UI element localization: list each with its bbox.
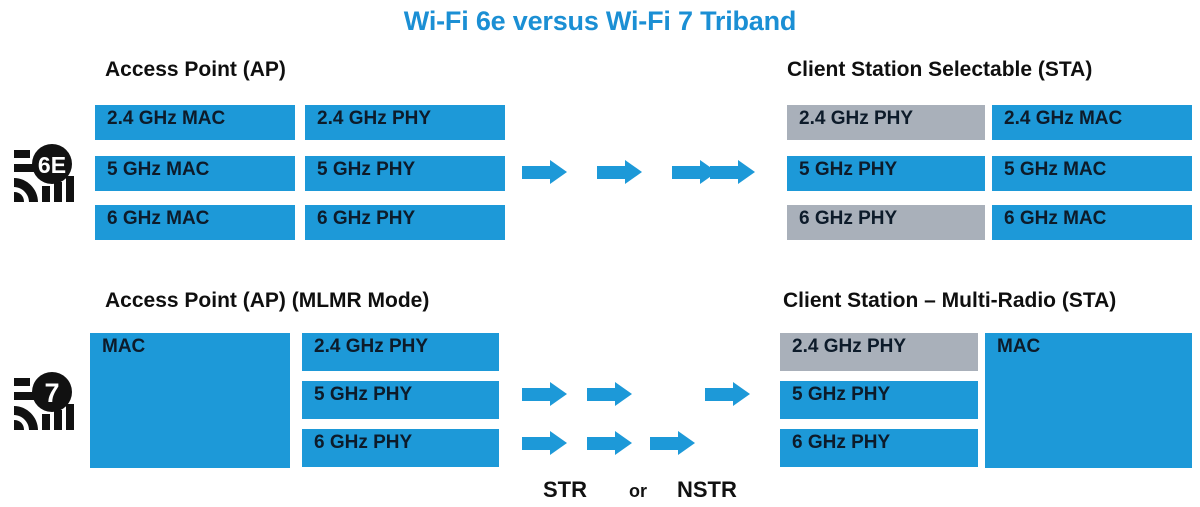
wifi-7-badge-label: 7 — [44, 378, 59, 408]
sta-7-phy-6: 6 GHz PHY — [780, 429, 978, 467]
ap-7-phy-5: 5 GHz PHY — [302, 381, 499, 419]
label-str: STR — [543, 477, 587, 502]
sta-heading-7: Client Station – Multi-Radio (STA) — [783, 289, 1117, 312]
block-label: 6 GHz MAC — [107, 208, 210, 229]
sta-6e-mac-5: 5 GHz MAC — [992, 156, 1192, 191]
sta-7-phy-5: 5 GHz PHY — [780, 381, 978, 419]
sta-6e-phy-5: 5 GHz PHY — [787, 156, 985, 191]
ap-7-phy-6: 6 GHz PHY — [302, 429, 499, 467]
block-label: 6 GHz PHY — [799, 208, 898, 229]
block-label: 6 GHz PHY — [317, 208, 416, 229]
sta-7-phy-2p4: 2.4 GHz PHY — [780, 333, 978, 371]
sta-heading-6e: Client Station Selectable (STA) — [787, 58, 1093, 81]
sta-7-mac-block: MAC — [985, 333, 1192, 468]
ap-6e-phy-5: 5 GHz PHY — [305, 156, 505, 191]
block-label: 6 GHz MAC — [1004, 208, 1107, 229]
block-label: MAC — [102, 336, 146, 357]
block-label: 5 GHz PHY — [314, 384, 413, 405]
sta-6e-mac-6: 6 GHz MAC — [992, 205, 1192, 240]
ap-7-mac-block: MAC — [90, 333, 290, 468]
block-label: 5 GHz PHY — [799, 159, 898, 180]
label-nstr: NSTR — [677, 477, 737, 502]
block-label: 5 GHz MAC — [1004, 159, 1107, 180]
block-label: 6 GHz PHY — [792, 432, 891, 453]
block-label: 2.4 GHz PHY — [317, 108, 432, 129]
sta-6e-mac-2p4: 2.4 GHz MAC — [992, 105, 1192, 140]
page-title: Wi-Fi 6e versus Wi-Fi 7 Triband — [403, 6, 797, 36]
wifi-7-icon: 7 — [8, 368, 80, 440]
label-or: or — [629, 481, 647, 501]
block-label: 5 GHz MAC — [107, 159, 210, 180]
wifi-6e-icon: 6E — [8, 140, 80, 212]
ap-6e-mac-6: 6 GHz MAC — [95, 205, 295, 240]
block-label: MAC — [997, 336, 1041, 357]
ap-heading-6e: Access Point (AP) — [105, 58, 286, 81]
block-label: 5 GHz PHY — [317, 159, 416, 180]
block-label: 2.4 GHz MAC — [107, 108, 226, 129]
sta-6e-phy-2p4: 2.4 GHz PHY — [787, 105, 985, 140]
sta-6e-phy-6: 6 GHz PHY — [787, 205, 985, 240]
wifi-6e-badge-label: 6E — [38, 152, 66, 178]
ap-6e-mac-5: 5 GHz MAC — [95, 156, 295, 191]
ap-6e-phy-2p4: 2.4 GHz PHY — [305, 105, 505, 140]
block-label: 6 GHz PHY — [314, 432, 413, 453]
ap-6e-phy-6: 6 GHz PHY — [305, 205, 505, 240]
block-label: 2.4 GHz PHY — [792, 336, 907, 357]
ap-6e-mac-2p4: 2.4 GHz MAC — [95, 105, 295, 140]
ap-heading-7: Access Point (AP) (MLMR Mode) — [105, 289, 430, 312]
block-label: 2.4 GHz PHY — [799, 108, 914, 129]
block-label: 2.4 GHz PHY — [314, 336, 429, 357]
ap-7-phy-2p4: 2.4 GHz PHY — [302, 333, 499, 371]
block-label: 2.4 GHz MAC — [1004, 108, 1123, 129]
block-label: 5 GHz PHY — [792, 384, 891, 405]
